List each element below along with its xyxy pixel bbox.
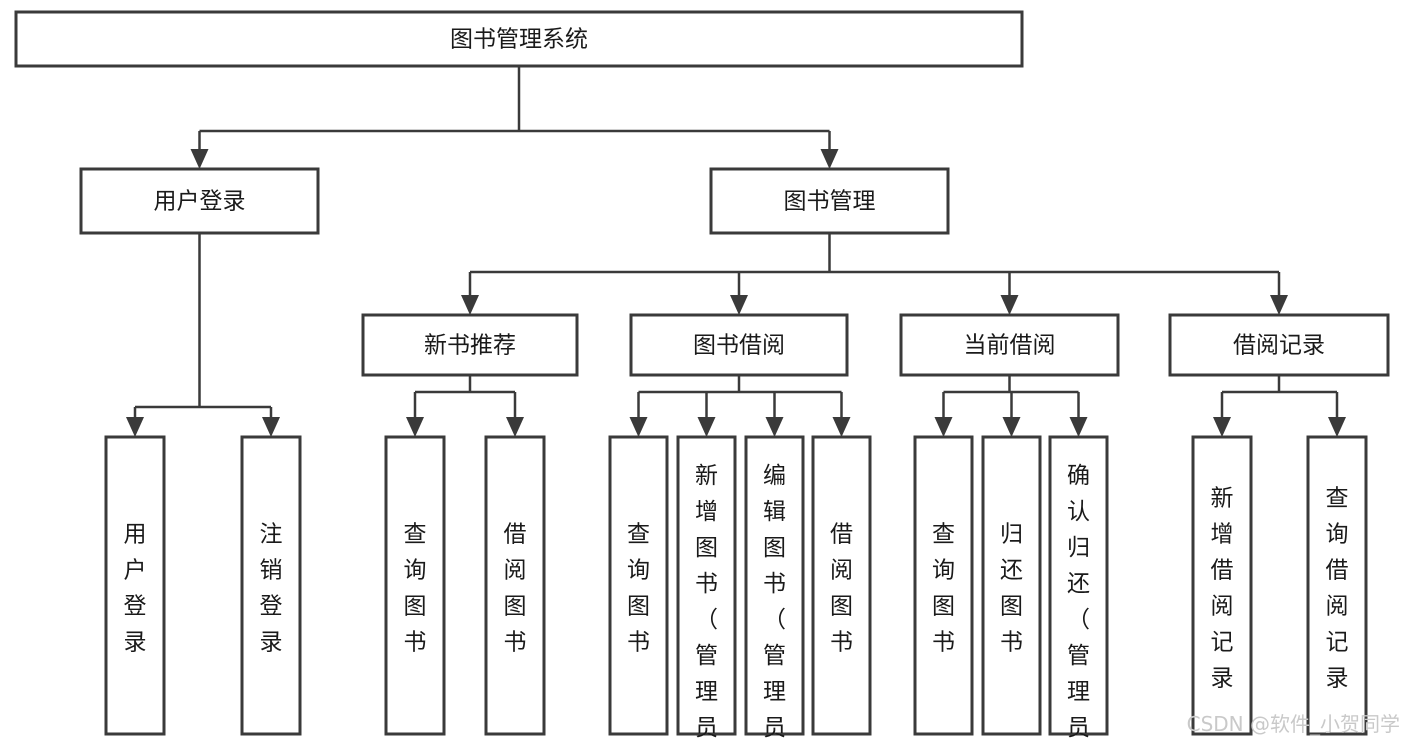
node-box-leaf-confirm-return <box>1048 435 1109 736</box>
nodes-layer: 图书管理系统用户登录图书管理新书推荐图书借阅当前借阅借阅记录用户登录注销登录查询… <box>14 10 1390 747</box>
edge-group-borrow-record <box>1213 375 1346 437</box>
node-box-leaf-return-book <box>981 435 1042 736</box>
node-leaf-borrow-book-1[interactable]: 借阅图书 <box>484 435 546 736</box>
node-leaf-query-book-3[interactable]: 查询图书 <box>913 435 974 736</box>
node-label-leaf-add-record: 新增借阅记录 <box>1211 486 1234 692</box>
node-leaf-confirm-return[interactable]: 确认归还（管理员） <box>1048 435 1109 747</box>
arrow-head-icon <box>1328 417 1346 437</box>
node-box-leaf-query-book-1 <box>384 435 446 736</box>
edge-group-new-book-rec <box>406 375 524 437</box>
arrow-head-icon <box>1002 417 1021 437</box>
node-box-book-manage <box>709 167 950 235</box>
node-label-leaf-borrow-book-2: 借阅图书 <box>830 522 853 656</box>
arrow-head-icon <box>126 417 144 437</box>
node-leaf-add-record[interactable]: 新增借阅记录 <box>1191 435 1253 736</box>
arrow-head-icon <box>820 149 839 169</box>
node-book-borrow[interactable]: 图书借阅 <box>629 313 849 377</box>
edges-layer <box>126 66 1346 437</box>
arrow-head-icon <box>730 295 748 315</box>
arrow-head-icon <box>190 149 209 169</box>
node-box-leaf-add-record <box>1191 435 1253 736</box>
arrow-head-icon <box>506 417 524 437</box>
arrow-head-icon <box>461 295 479 315</box>
node-label-new-book-rec: 新书推荐 <box>424 333 516 359</box>
arrow-head-icon <box>1213 417 1231 437</box>
node-label-book-manage: 图书管理 <box>784 189 876 215</box>
arrow-head-icon <box>934 417 953 437</box>
node-label-leaf-add-book: 新增图书（管理员） <box>695 463 718 747</box>
node-leaf-query-book-2[interactable]: 查询图书 <box>608 435 669 736</box>
node-label-borrow-record: 借阅记录 <box>1233 333 1325 359</box>
node-box-new-book-rec <box>361 313 579 377</box>
arrow-head-icon <box>406 417 424 437</box>
node-label-book-borrow: 图书借阅 <box>693 333 785 359</box>
arrow-head-icon <box>262 417 280 437</box>
arrow-head-icon <box>765 417 784 437</box>
node-leaf-query-record[interactable]: 查询借阅记录 <box>1306 435 1368 736</box>
node-box-leaf-user-login <box>104 435 166 736</box>
node-box-leaf-add-book <box>676 435 737 736</box>
edge-group-book-borrow <box>629 375 851 437</box>
edge-group-user-login <box>126 233 280 437</box>
edge-group-book-manage <box>461 233 1288 315</box>
node-label-leaf-query-book-3: 查询图书 <box>932 522 955 656</box>
csdn-watermark: CSDN @软件_小贺同学 <box>1187 712 1400 736</box>
arrow-head-icon <box>629 417 648 437</box>
node-leaf-logout[interactable]: 注销登录 <box>240 435 302 736</box>
node-leaf-return-book[interactable]: 归还图书 <box>981 435 1042 736</box>
node-label-leaf-edit-book: 编辑图书（管理员） <box>763 463 786 747</box>
node-box-current-borrow <box>899 313 1120 377</box>
node-box-leaf-query-book-3 <box>913 435 974 736</box>
node-new-book-rec[interactable]: 新书推荐 <box>361 313 579 377</box>
node-label-root: 图书管理系统 <box>450 27 588 53</box>
node-leaf-query-book-1[interactable]: 查询图书 <box>384 435 446 736</box>
node-leaf-add-book[interactable]: 新增图书（管理员） <box>676 435 737 747</box>
node-label-user-login: 用户登录 <box>154 189 246 215</box>
arrow-head-icon <box>832 417 851 437</box>
node-user-login[interactable]: 用户登录 <box>79 167 320 235</box>
arrow-head-icon <box>1069 417 1088 437</box>
node-box-leaf-query-record <box>1306 435 1368 736</box>
node-box-leaf-borrow-book-1 <box>484 435 546 736</box>
node-box-leaf-logout <box>240 435 302 736</box>
node-box-leaf-borrow-book-2 <box>811 435 872 736</box>
node-label-leaf-query-record: 查询借阅记录 <box>1326 486 1349 692</box>
node-label-leaf-user-login: 用户登录 <box>124 522 147 656</box>
node-current-borrow[interactable]: 当前借阅 <box>899 313 1120 377</box>
node-label-leaf-return-book: 归还图书 <box>1000 522 1023 656</box>
node-box-borrow-record <box>1168 313 1390 377</box>
node-label-leaf-query-book-1: 查询图书 <box>404 522 427 656</box>
arrow-head-icon <box>1000 295 1019 315</box>
arrow-head-icon <box>697 417 716 437</box>
node-box-leaf-edit-book <box>744 435 805 736</box>
node-label-leaf-logout: 注销登录 <box>260 522 283 656</box>
node-leaf-user-login[interactable]: 用户登录 <box>104 435 166 736</box>
edge-group-current-borrow <box>934 375 1088 437</box>
node-leaf-borrow-book-2[interactable]: 借阅图书 <box>811 435 872 736</box>
edge-group-root <box>190 66 839 169</box>
arrow-head-icon <box>1270 295 1288 315</box>
node-label-leaf-query-book-2: 查询图书 <box>627 522 650 656</box>
node-box-leaf-query-book-2 <box>608 435 669 736</box>
node-label-leaf-borrow-book-1: 借阅图书 <box>504 522 527 656</box>
node-label-leaf-confirm-return: 确认归还（管理员） <box>1067 463 1090 747</box>
node-label-current-borrow: 当前借阅 <box>964 333 1056 359</box>
node-root[interactable]: 图书管理系统 <box>14 10 1024 68</box>
node-box-user-login <box>79 167 320 235</box>
node-box-book-borrow <box>629 313 849 377</box>
node-borrow-record[interactable]: 借阅记录 <box>1168 313 1390 377</box>
node-leaf-edit-book[interactable]: 编辑图书（管理员） <box>744 435 805 747</box>
node-box-root <box>14 10 1024 68</box>
node-book-manage[interactable]: 图书管理 <box>709 167 950 235</box>
